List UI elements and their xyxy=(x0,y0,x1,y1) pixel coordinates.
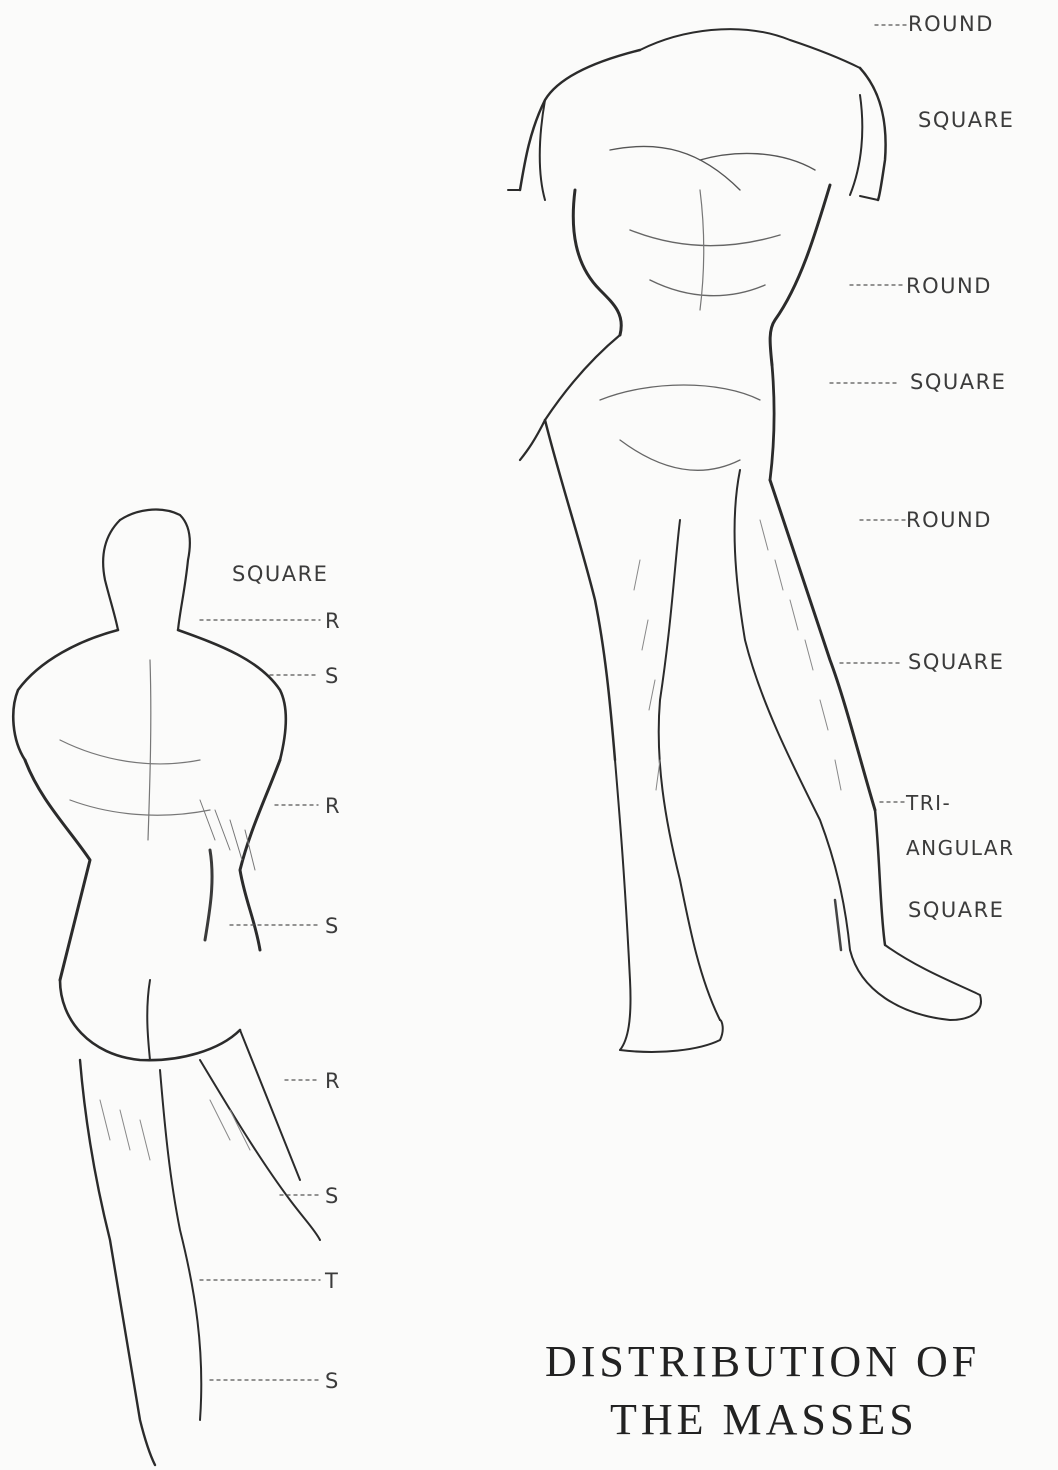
front-label-square: SQUARE xyxy=(910,372,1006,393)
front-label-square: SQUARE xyxy=(908,900,1004,921)
front-label-square: SQUARE xyxy=(918,110,1014,131)
front-label-round: ROUND xyxy=(906,276,992,297)
back-label-s: S xyxy=(325,1186,340,1207)
back-label-square: SQUARE xyxy=(232,564,328,585)
back-label-r: R xyxy=(325,796,341,817)
back-label-r: R xyxy=(325,1071,341,1092)
back-figure-drawing xyxy=(13,510,320,1465)
front-label-round: ROUND xyxy=(906,510,992,531)
back-label-s: S xyxy=(325,916,340,937)
front-label-tri: TRI- xyxy=(906,793,951,813)
front-label-round: ROUND xyxy=(908,14,994,35)
front-label-angular: ANGULAR xyxy=(906,838,1014,858)
back-leader-lines xyxy=(200,620,320,1380)
caption-line-1: DISTRIBUTION OF xyxy=(545,1340,980,1384)
back-label-t: T xyxy=(325,1271,339,1292)
caption-line-2: THE MASSES xyxy=(610,1398,918,1442)
back-label-s: S xyxy=(325,1371,340,1392)
front-leader-lines xyxy=(830,25,906,802)
front-label-square: SQUARE xyxy=(908,652,1004,673)
back-label-s: S xyxy=(325,666,340,687)
back-label-r: R xyxy=(325,611,341,632)
